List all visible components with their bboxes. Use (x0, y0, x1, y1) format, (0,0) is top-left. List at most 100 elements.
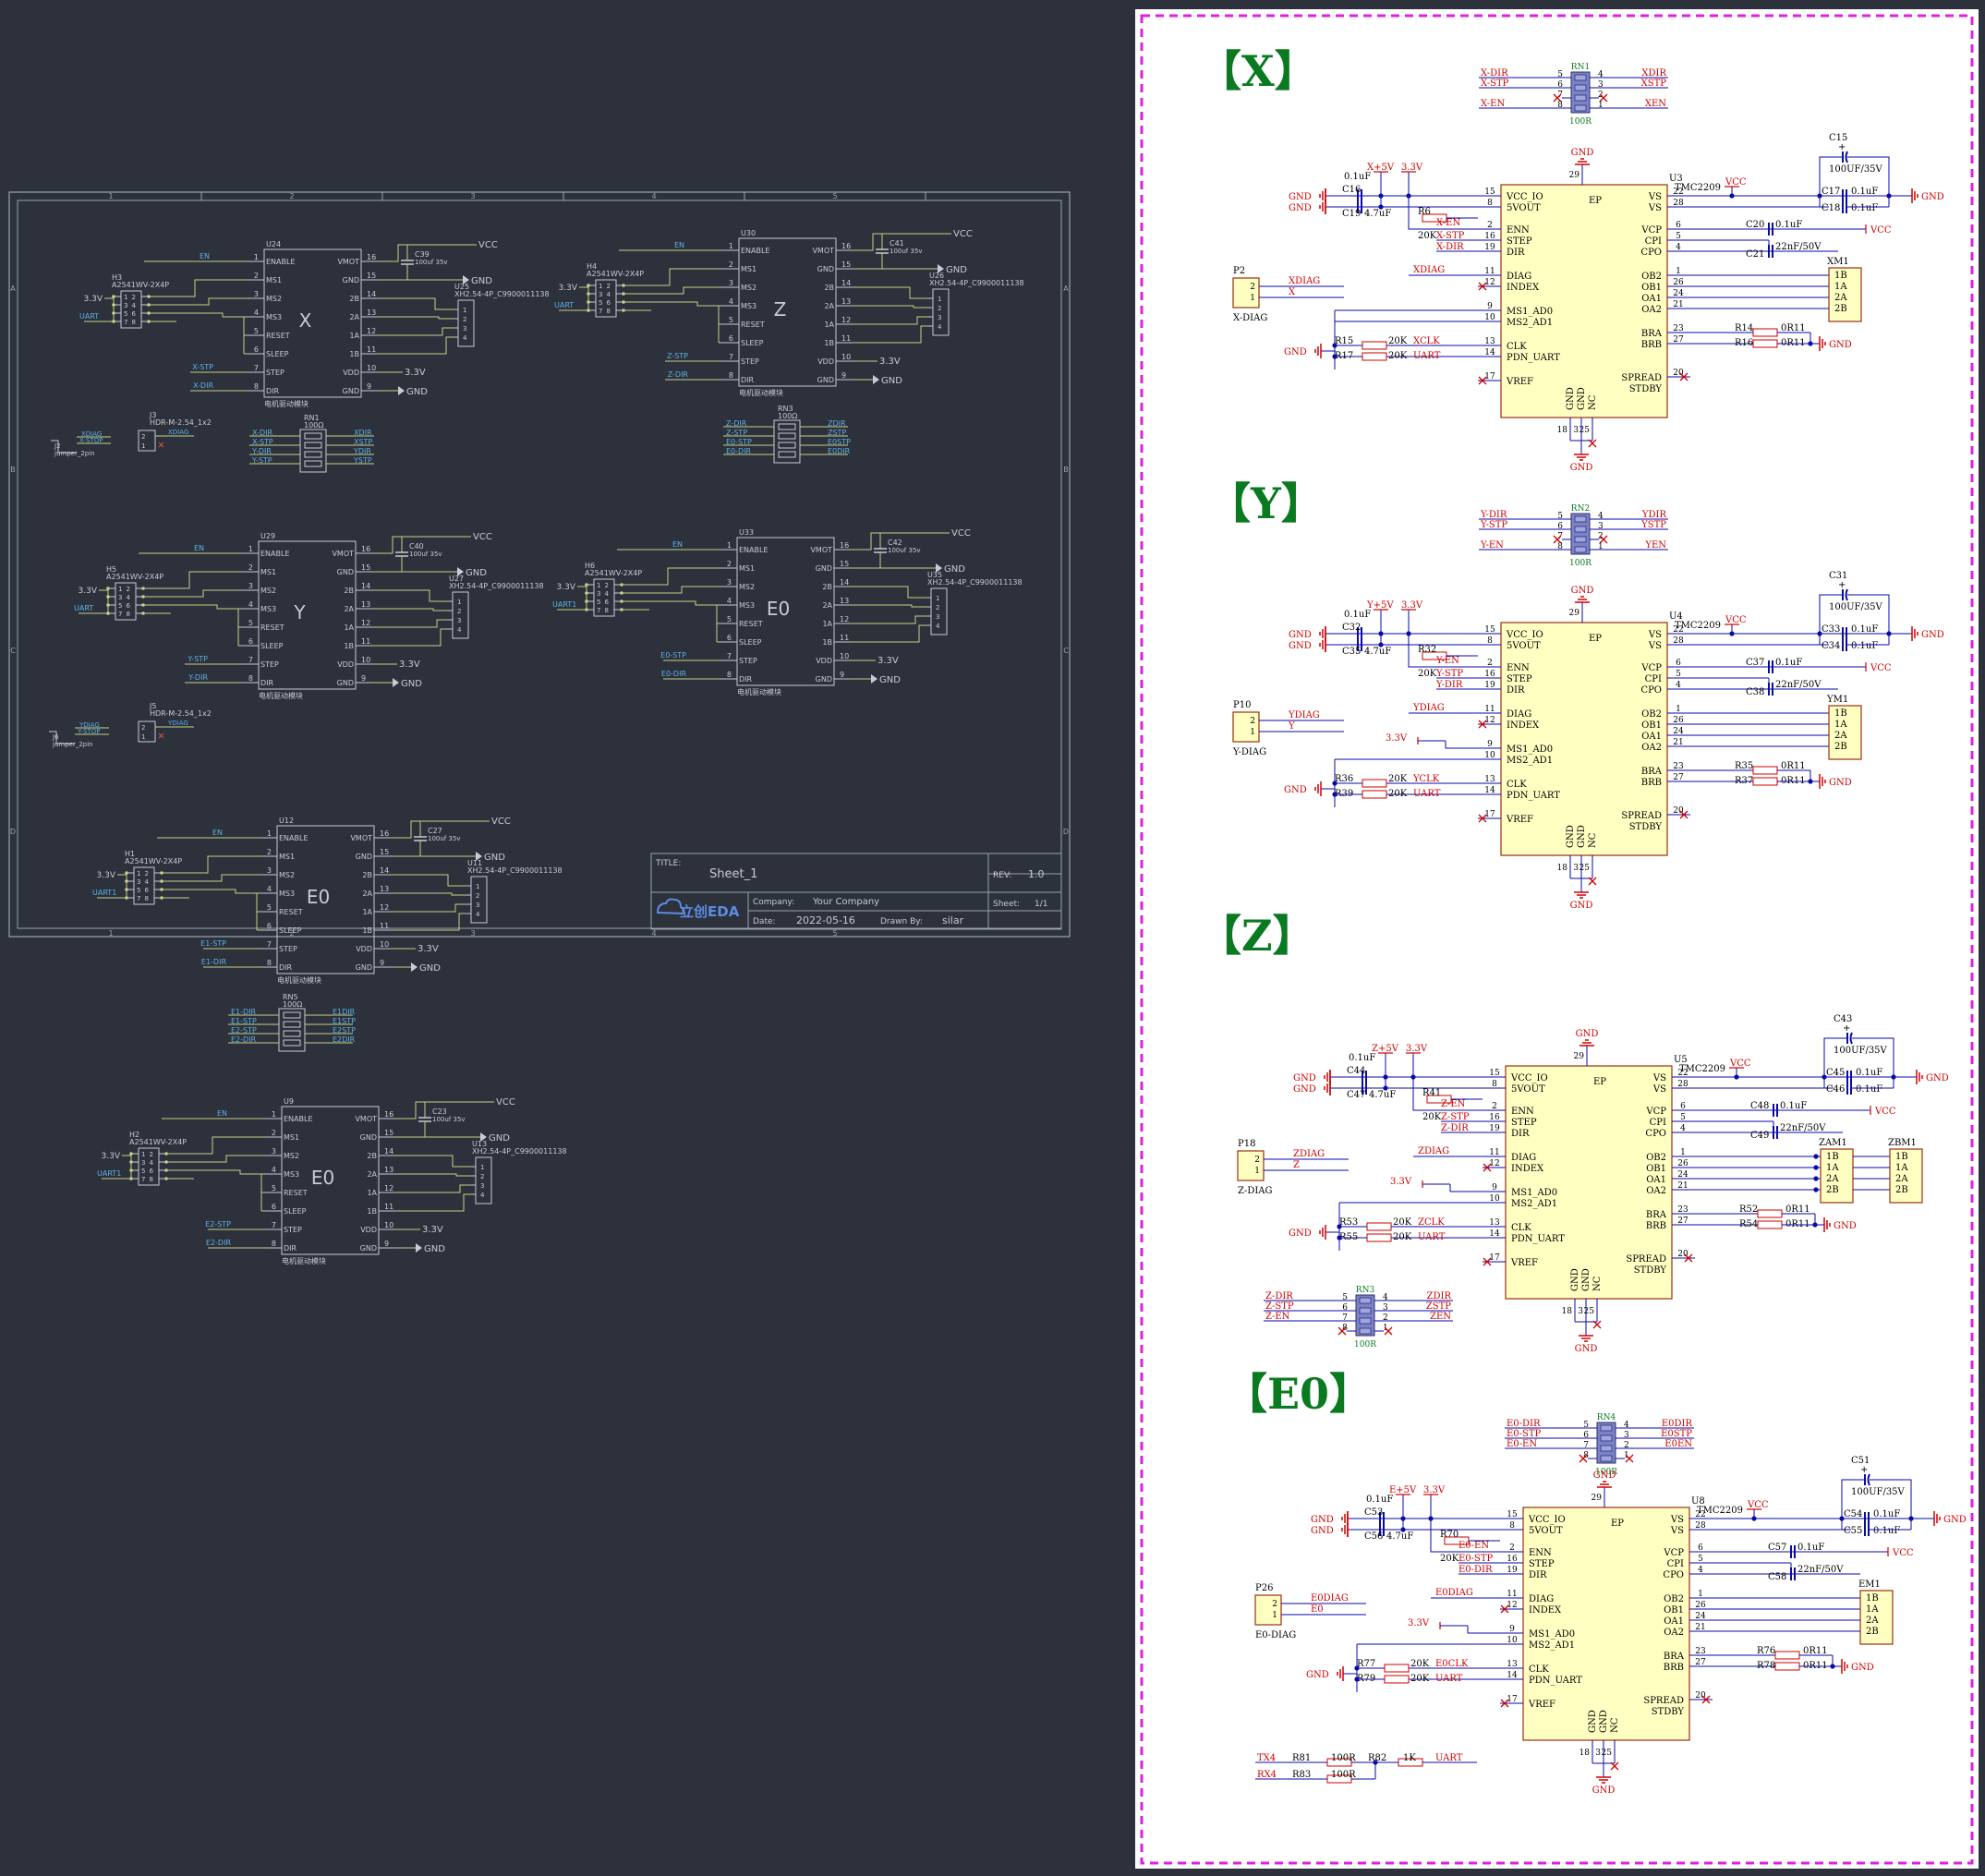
gnd-icon (873, 375, 879, 384)
cap-ref: C51 (1851, 1456, 1870, 1466)
pin-name: DIAG (1529, 1594, 1554, 1604)
cap-value: 100uf 35v (888, 547, 921, 554)
cap-ref: C32 (1342, 623, 1361, 633)
pin-number: 15 (380, 848, 389, 856)
driver-caption: 电机驱动模块 (264, 399, 309, 408)
pin-name: GND (1599, 1710, 1609, 1733)
pin-number: 15 (1484, 625, 1495, 635)
cap-plate-curved (1849, 1032, 1853, 1045)
pin-name: MS1 (284, 1133, 299, 1142)
net-label: XDIAG (168, 429, 188, 436)
pin-number: 2 (1624, 1441, 1629, 1450)
pin-number: 5 (267, 903, 272, 912)
no-connect-icon (1599, 535, 1608, 544)
pin-number: 12 (380, 903, 389, 912)
pin-number: 4 (480, 1192, 485, 1199)
pin-number: 5 (1342, 1293, 1348, 1302)
pin-number: 4 (938, 323, 942, 331)
net-label-gnd: GND (1592, 1785, 1616, 1796)
pin-name: DIR (1507, 685, 1525, 696)
pin-name: VDD (337, 660, 354, 669)
pin-number: 3 (729, 279, 733, 287)
polarity-mark: + (1860, 1465, 1868, 1475)
pin-number: 11 (384, 1203, 393, 1211)
stepper-motor-connector (1828, 267, 1862, 322)
pin-number: 2 (938, 305, 941, 312)
no-connect-icon (1679, 810, 1688, 819)
pin-name: MS1 (741, 265, 756, 273)
rnet-net-in: E0-DIR (726, 447, 752, 455)
net-label: XDIAG (1289, 276, 1320, 286)
pin-number: 1 (727, 541, 732, 550)
pin-name: VDD (360, 1226, 377, 1234)
pin-number: 10 (1484, 751, 1495, 760)
pin-number: 15 (1507, 1510, 1518, 1519)
polarity-mark: + (1843, 1023, 1850, 1034)
motor-ref: ZBM1 (1888, 1138, 1917, 1148)
pin-number: 20 (1673, 806, 1684, 816)
pin-number: 6 (145, 887, 150, 894)
pin-name: MS2_AD1 (1529, 1640, 1575, 1651)
pin-name: GND (1570, 1268, 1580, 1291)
net-label-ms: 3.3V (1390, 1177, 1412, 1187)
net-wire (372, 536, 471, 554)
pin-name: DIR (1507, 248, 1525, 258)
pin-number: 24 (1673, 289, 1684, 298)
grid-col-label: 1 (108, 929, 113, 938)
rnet-net-in: Z-STP (1265, 1301, 1294, 1312)
pin-name: 1A (824, 321, 834, 329)
connector-ref: U26 (929, 272, 944, 280)
header-body (138, 1147, 160, 1186)
cap-value: 22nF/50V (1775, 242, 1822, 252)
no-connect-icon (1553, 535, 1562, 544)
pin-number: 25 (1584, 1307, 1595, 1316)
pin-number: 26 (1677, 1159, 1688, 1168)
pin-name: 1B (344, 642, 354, 650)
net-label-gnd: GND (1575, 1344, 1598, 1354)
pin-name: GND (817, 265, 834, 273)
rnet-body (1570, 513, 1591, 555)
pin-name: VMOT (812, 247, 834, 255)
resistor-uart (1366, 1233, 1392, 1242)
motor-pin-name: 1A (1895, 1163, 1908, 1173)
pin-name: VDD (356, 945, 372, 953)
pin-name: GND (1581, 1268, 1592, 1291)
gnd-icon (411, 962, 418, 972)
pin-number: 21 (1695, 1623, 1705, 1632)
net-wire (853, 286, 928, 299)
pin-name: DIR (279, 963, 293, 972)
header-part: A2541WV-2X4P (125, 857, 182, 865)
pin-number: 19 (1507, 1566, 1518, 1575)
pin-number: 14 (1507, 1671, 1518, 1680)
rnet-resistor (1359, 1307, 1372, 1314)
pin-name: VS (1670, 1526, 1684, 1536)
pin-name: MS3 (284, 1170, 299, 1179)
pin-name: MS2_AD1 (1507, 318, 1553, 328)
pin-name: SLEEP (739, 638, 762, 647)
pin-name: OB1 (1646, 1164, 1666, 1174)
pin-number: 4 (1598, 512, 1604, 521)
sense-resistor (1757, 1209, 1783, 1218)
pin-number: 2 (463, 316, 466, 323)
pin-name: GND (1577, 825, 1587, 848)
rnet-net-out: E0STP (1661, 1429, 1692, 1439)
pin-number: 4 (132, 302, 137, 309)
title-label: TITLE: (655, 859, 681, 868)
pin-name: ENABLE (260, 550, 290, 558)
pin-number: 2 (145, 870, 149, 877)
pin-number: 1 (480, 1164, 484, 1171)
pin-number: 1 (1272, 1611, 1277, 1620)
rnet-net-out: XDIR (354, 429, 372, 437)
pin-name: GND (356, 853, 372, 861)
header-body (120, 290, 142, 329)
pin-number: 4 (607, 291, 611, 298)
rnet-resistor (1574, 94, 1587, 102)
pin-name: STEP (1507, 236, 1532, 247)
pin-number: 11 (1489, 1148, 1499, 1157)
cap-ref: C46 (1826, 1084, 1845, 1095)
jumper-body (49, 731, 75, 744)
junction-dot (1813, 1176, 1819, 1181)
pin-name: OB2 (1646, 1153, 1666, 1163)
rnet-ref: RN1 (1571, 63, 1590, 72)
